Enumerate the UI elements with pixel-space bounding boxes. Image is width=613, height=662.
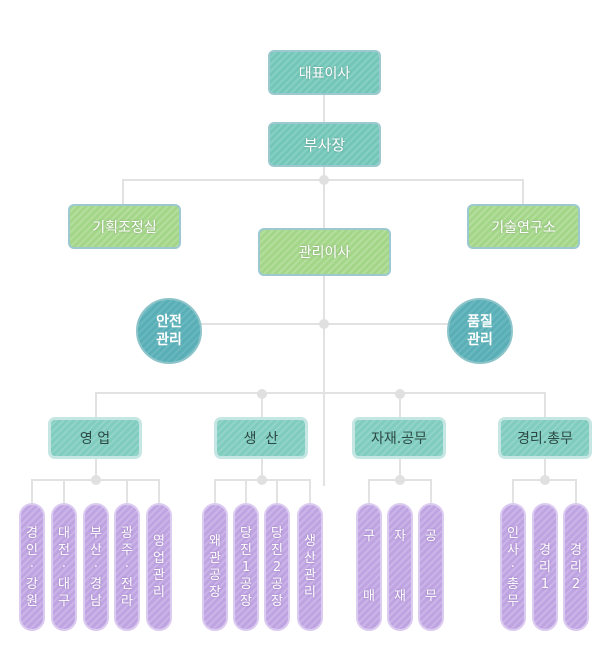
team-pill: 부산·경남	[83, 503, 109, 631]
team-pill: 구 매	[356, 503, 382, 631]
team-pill: 왜관공장	[202, 503, 228, 631]
connector-dot	[540, 475, 550, 485]
team-label: 경인·강원	[26, 525, 38, 609]
team-pill: 영업관리	[146, 503, 172, 631]
team-label: 당진2공장	[271, 525, 283, 609]
team-label: 왜관공장	[209, 534, 221, 600]
connector	[245, 479, 247, 504]
node-label-line: 안전	[156, 314, 182, 330]
connector	[522, 179, 524, 205]
connector	[126, 479, 128, 504]
node-label-line: 관리	[156, 332, 182, 348]
node-label: 기획조정실	[92, 219, 157, 236]
division-label: 자재.공무	[371, 431, 427, 447]
division-label: 경리.총무	[517, 431, 573, 447]
connector	[95, 392, 97, 418]
team-label: 경리1	[539, 542, 551, 592]
team-label: 생산관리	[304, 534, 316, 600]
connector	[368, 479, 370, 504]
team-pill: 대전·대구	[51, 503, 77, 631]
division-production: 생 산	[214, 417, 308, 459]
team-pill: 당진2공장	[264, 503, 290, 631]
connector	[95, 458, 97, 480]
team-label: 부산·경남	[90, 525, 102, 609]
team-label: 당진1공장	[240, 525, 252, 609]
node-label: 부사장	[303, 136, 346, 154]
connector-dot	[319, 175, 329, 185]
division-sales: 영 업	[48, 417, 142, 459]
connector	[399, 392, 401, 418]
connector-dot	[257, 389, 267, 399]
team-pill: 경리1	[532, 503, 558, 631]
connector	[276, 479, 278, 504]
connector	[122, 179, 124, 205]
connector	[399, 458, 401, 480]
connector	[63, 479, 65, 504]
team-pill: 당진1공장	[233, 503, 259, 631]
team-label: 광주·전라	[121, 525, 133, 609]
connector-dot	[91, 475, 101, 485]
team-label: 공 무	[425, 529, 437, 604]
connector	[575, 479, 577, 504]
team-label: 구 매	[363, 529, 375, 604]
division-label: 영 업	[79, 431, 111, 447]
team-pill: 광주·전라	[114, 503, 140, 631]
node-label: 대표이사	[298, 65, 351, 82]
node-planning-office: 기획조정실	[68, 204, 181, 249]
node-managing-director: 관리이사	[258, 228, 391, 276]
connector	[261, 458, 263, 480]
node-label-line: 품질	[467, 314, 493, 330]
connector	[309, 479, 311, 504]
team-label: 대전·대구	[58, 525, 70, 609]
team-pill: 경리2	[563, 503, 589, 631]
connector-dot	[319, 319, 329, 329]
node-label-line: 관리	[467, 332, 493, 348]
team-pill: 경인·강원	[19, 503, 45, 631]
division-materials: 자재.공무	[352, 417, 446, 459]
division-label: 생 산	[243, 431, 279, 447]
node-label: 기술연구소	[491, 219, 556, 236]
connector	[261, 392, 263, 418]
connector	[512, 479, 514, 504]
team-label: 경리2	[570, 542, 582, 592]
connector	[544, 458, 546, 480]
team-pill: 인사·총무	[500, 503, 526, 631]
connector	[323, 94, 325, 486]
connector	[544, 392, 546, 418]
node-label: 관리이사	[298, 245, 351, 261]
node-ceo: 대표이사	[268, 50, 381, 95]
connector-dot	[395, 475, 405, 485]
team-label: 자 재	[394, 529, 406, 604]
connector	[430, 479, 432, 504]
connector	[158, 479, 160, 504]
team-label: 인사·총무	[507, 525, 519, 609]
team-label: 영업관리	[153, 534, 165, 600]
connector	[96, 392, 546, 394]
connector	[31, 479, 33, 504]
team-pill: 공 무	[418, 503, 444, 631]
team-pill: 생산관리	[297, 503, 323, 631]
node-research-institute: 기술연구소	[467, 204, 580, 249]
connector-dot	[395, 389, 405, 399]
connector	[214, 479, 216, 504]
team-pill: 자 재	[387, 503, 413, 631]
division-accounting: 경리.총무	[498, 417, 592, 459]
connector-dot	[257, 475, 267, 485]
node-vice-president: 부사장	[268, 122, 381, 167]
